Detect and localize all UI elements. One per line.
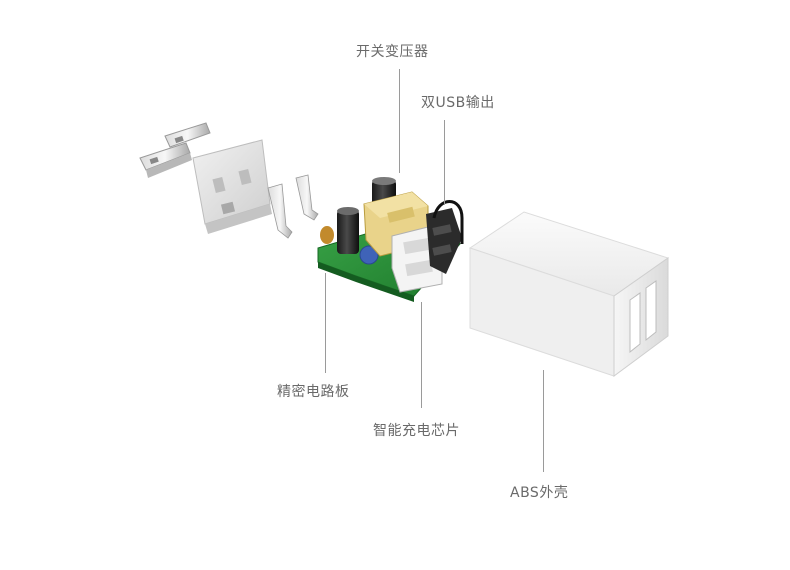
capacitor-large: [337, 207, 359, 254]
label-smart-charging-chip: 智能充电芯片: [373, 423, 460, 439]
label-precision-pcb: 精密电路板: [277, 384, 350, 400]
label-abs-shell: ABS外壳: [510, 485, 569, 501]
circuit-board: [317, 177, 464, 302]
plug-prongs: [139, 122, 211, 178]
wire-loop: [432, 200, 464, 244]
plug-base-plate: [192, 139, 272, 234]
leader-abs-shell: [543, 370, 544, 472]
y-capacitor: [359, 245, 379, 265]
inductor-coil: [320, 226, 334, 244]
leader-smart-charging-chip: [421, 302, 422, 408]
abs-shell: [468, 211, 670, 377]
leader-switching-transformer: [399, 69, 400, 173]
usb-port-1: [629, 292, 641, 354]
label-dual-usb-output: 双USB输出: [421, 95, 495, 111]
usb-port-2: [645, 280, 657, 342]
leader-precision-pcb: [325, 273, 326, 373]
charging-chip: [426, 208, 462, 274]
leader-dual-usb-output: [444, 120, 445, 205]
label-switching-transformer: 开关变压器: [356, 44, 429, 60]
contact-clips: [267, 174, 319, 239]
